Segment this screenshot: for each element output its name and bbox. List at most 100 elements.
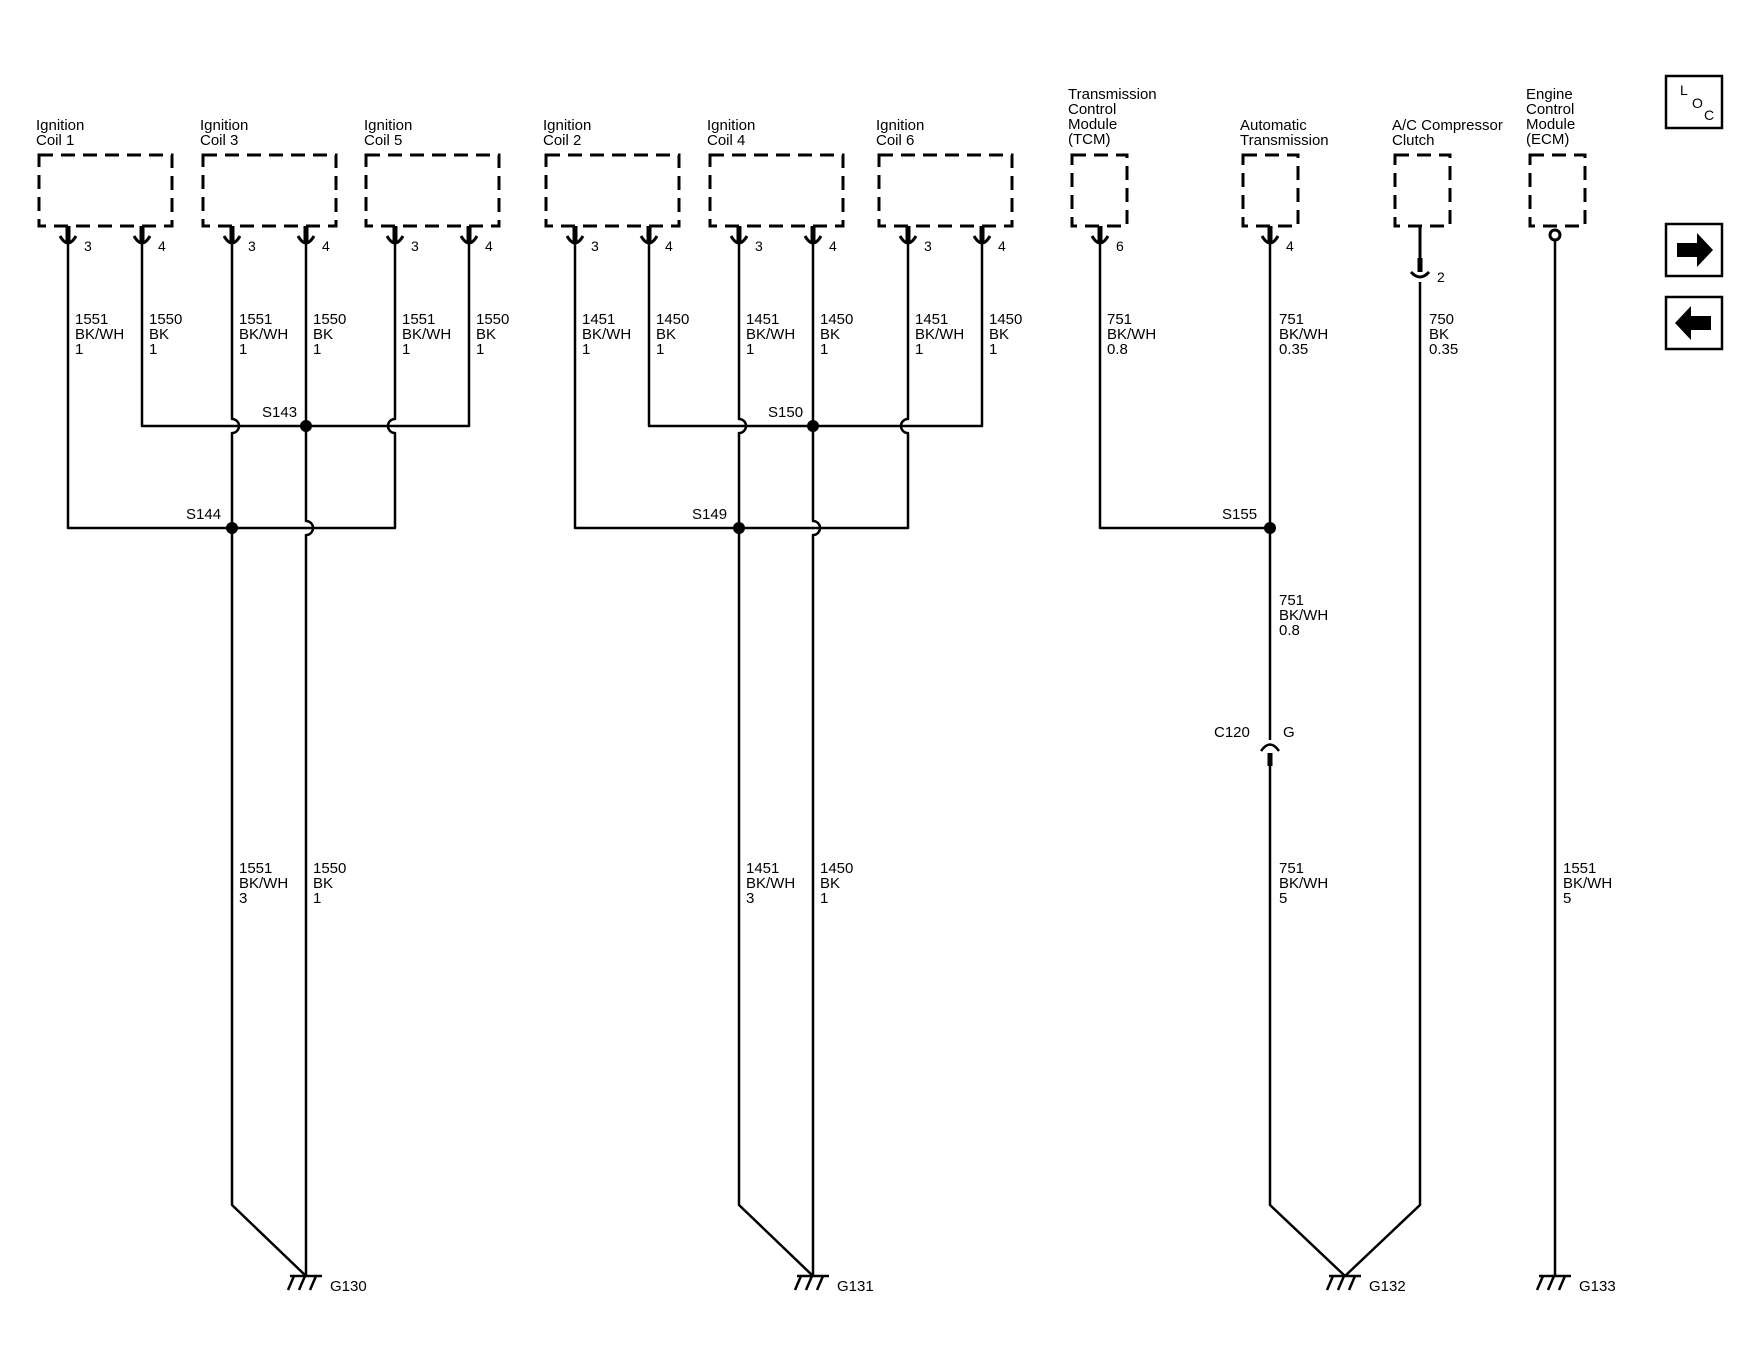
terminal-ecm [1548,228,1562,242]
previous-page-button[interactable] [1664,295,1724,351]
terminal-at-4 [1260,226,1280,245]
loc-letter-l: L [1680,82,1688,98]
terminal-coil4-3 [729,226,749,245]
loc-letter-c: C [1704,107,1714,123]
wire-coil4-pin4 [811,244,822,1276]
grounds [286,1274,1571,1291]
component-box-coil3 [201,153,338,228]
pin-terminals [58,226,1562,279]
terminal-tcm-6 [1090,226,1110,245]
terminal-coil1-4 [132,226,152,245]
splice-dot-s143 [300,420,312,432]
terminal-coil3-4 [296,226,316,245]
connector-label: C120 [1214,724,1250,741]
pin-number: 4 [158,238,166,254]
terminal-coil2-3 [565,226,585,245]
wire-g132-a [1268,766,1346,1277]
connector-pin: G [1283,724,1295,741]
splice-labels: S143 S144 S150 S149 S155 [186,404,1257,523]
ground-symbol-g130 [286,1274,322,1291]
wire-coil1-pin4 [140,244,225,428]
pin-number: 4 [829,238,837,254]
splice-label-s150: S150 [768,404,803,421]
terminal-coil1-3 [58,226,78,245]
pin-number: 3 [591,238,599,254]
pin-number: 3 [755,238,763,254]
component-box-coil1 [37,153,174,228]
connector-c120: C120 G [1214,724,1295,741]
terminal-ac-2 [1409,226,1431,279]
wire-coil5-pin4 [306,244,471,428]
arrow-right-icon [1677,233,1713,267]
component-box-coil6 [877,153,1014,228]
component-box-ecm [1528,153,1587,228]
pin-number: 6 [1116,238,1124,254]
pin-number: 4 [998,238,1006,254]
next-page-button[interactable] [1664,222,1724,278]
pin-numbers: 3 4 3 4 3 4 3 4 3 4 3 4 6 4 2 [84,238,1445,285]
wire-coil6-pin4 [813,244,984,428]
terminal-coil6-4 [972,226,992,245]
component-box-coil4 [708,153,845,228]
ground-symbol-g131 [793,1274,829,1291]
terminal-coil5-3 [385,226,405,245]
wire-coil1-pin3 [66,244,225,530]
component-box-automatic-transmission [1241,153,1300,228]
wire-coil3-pin3 [230,244,241,528]
splice-dot-s149 [733,522,745,534]
ground-label-g133: G133 [1579,1278,1616,1295]
pin-number: 2 [1437,269,1445,285]
splice-dots [226,420,1276,534]
splice-dot-s150 [807,420,819,432]
pin-number: 4 [1286,238,1294,254]
ground-label-g131: G131 [837,1278,874,1295]
wire-coil2-pin4 [647,244,813,428]
pin-number: 4 [485,238,493,254]
ground-symbol-g133 [1535,1274,1571,1291]
wire-coil2-pin3 [573,244,739,530]
splice-dot-s144 [226,522,238,534]
splice-label-s143: S143 [262,404,297,421]
pin-number: 3 [248,238,256,254]
pin-number: 3 [924,238,932,254]
splice-label-s155: S155 [1222,506,1257,523]
terminal-coil6-3 [898,226,918,245]
loc-button[interactable]: L O C [1664,74,1724,130]
wire-tcm-pin6 [1098,244,1270,530]
wire-c120-cup [1259,743,1281,752]
wire-g130-a [230,528,307,1277]
splice-label-s144: S144 [186,506,221,523]
pin-number: 4 [665,238,673,254]
ground-labels: G130 G131 G132 G133 [330,1278,1616,1295]
